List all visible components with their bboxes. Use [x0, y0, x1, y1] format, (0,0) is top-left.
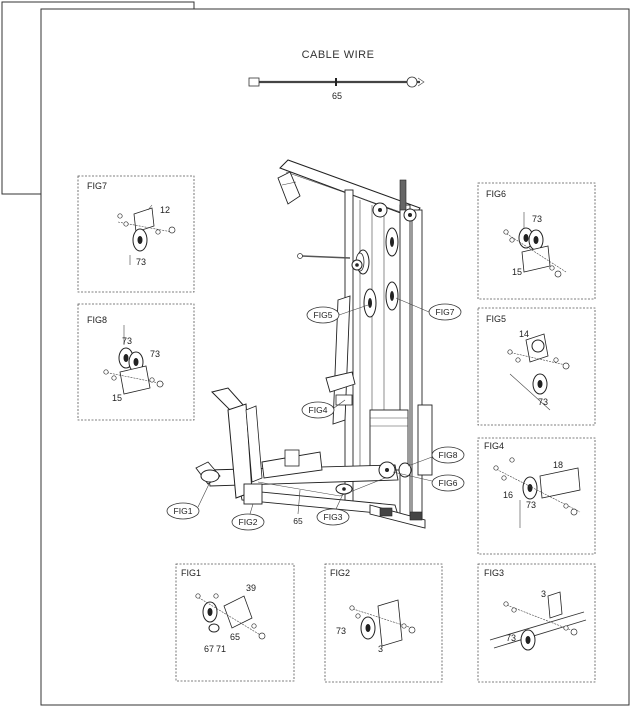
panel-fig1-label-2: 67	[204, 644, 214, 654]
panel-fig5-label-0: 14	[519, 329, 529, 339]
panel-fig8-label-1: 73	[150, 349, 160, 359]
panel-fig4-label-2: 73	[526, 500, 536, 510]
panel-fig8-label-0: 73	[122, 336, 132, 346]
panel-fig5-title: FIG5	[486, 314, 506, 324]
panel-fig2-label-1: 3	[378, 644, 383, 654]
panel-fig7-title: FIG7	[87, 181, 107, 191]
panel-fig1-label-3: 71	[216, 644, 226, 654]
panel-fig8-label-2: 15	[112, 393, 122, 403]
callout-fig4: FIG4	[309, 405, 328, 415]
panel-fig4-label-0: 18	[553, 460, 563, 470]
callout-fig1: FIG1	[174, 506, 193, 516]
panel-fig5: FIG5 14 73	[477, 307, 596, 426]
panel-fig4: FIG4 18 16 73	[477, 437, 596, 555]
cable-end-left	[248, 77, 260, 87]
panel-fig8-title: FIG8	[87, 315, 107, 325]
callout-fig5: FIG5	[314, 310, 333, 320]
cable-wire-header: CABLE WIRE 65	[248, 49, 425, 101]
panel-fig2-title: FIG2	[330, 568, 350, 578]
panel-fig4-label-1: 16	[503, 490, 513, 500]
panel-fig3-label-1: 73	[506, 633, 516, 643]
panel-fig5-label-1: 73	[538, 397, 548, 407]
panel-fig7-label-1: 73	[136, 257, 146, 267]
main-callouts: FIG5 FIG7 FIG4 FIG8 FIG6 FIG1 FIG2 FIG3 …	[166, 297, 465, 531]
panel-fig3-title: FIG3	[484, 568, 504, 578]
panel-fig6-label-0: 73	[532, 214, 542, 224]
panel-fig6-title: FIG6	[486, 189, 506, 199]
cable-end-ball	[406, 76, 418, 88]
panel-fig4-title: FIG4	[484, 441, 504, 451]
panel-fig1-label-0: 39	[246, 583, 256, 593]
panel-fig3: FIG3 3 73	[477, 563, 596, 683]
panel-fig1-title: FIG1	[181, 568, 201, 578]
panel-fig7: FIG7 12 73	[77, 175, 195, 293]
panel-fig6-label-1: 15	[512, 267, 522, 277]
panel-fig3-label-0: 3	[541, 589, 546, 599]
panel-fig2-label-0: 73	[336, 626, 346, 636]
cable-part-number: 65	[332, 91, 342, 101]
callout-fig6: FIG6	[439, 478, 458, 488]
callout-cable-65: 65	[293, 516, 303, 526]
main-machine	[195, 159, 433, 529]
callout-fig2: FIG2	[239, 517, 258, 527]
panel-fig1: FIG1 39 65 67 71	[175, 563, 295, 682]
callout-fig3: FIG3	[324, 512, 343, 522]
panel-fig2: FIG2 73 3	[324, 563, 443, 683]
panel-fig7-label-0: 12	[160, 205, 170, 215]
panel-fig1-label-1: 65	[230, 632, 240, 642]
callout-fig8: FIG8	[439, 450, 458, 460]
page-title: CABLE WIRE	[302, 49, 375, 61]
callout-fig7: FIG7	[436, 307, 455, 317]
panel-fig6: FIG6 73 15	[477, 182, 596, 300]
panel-fig8: FIG8 73 73 15	[77, 303, 195, 421]
